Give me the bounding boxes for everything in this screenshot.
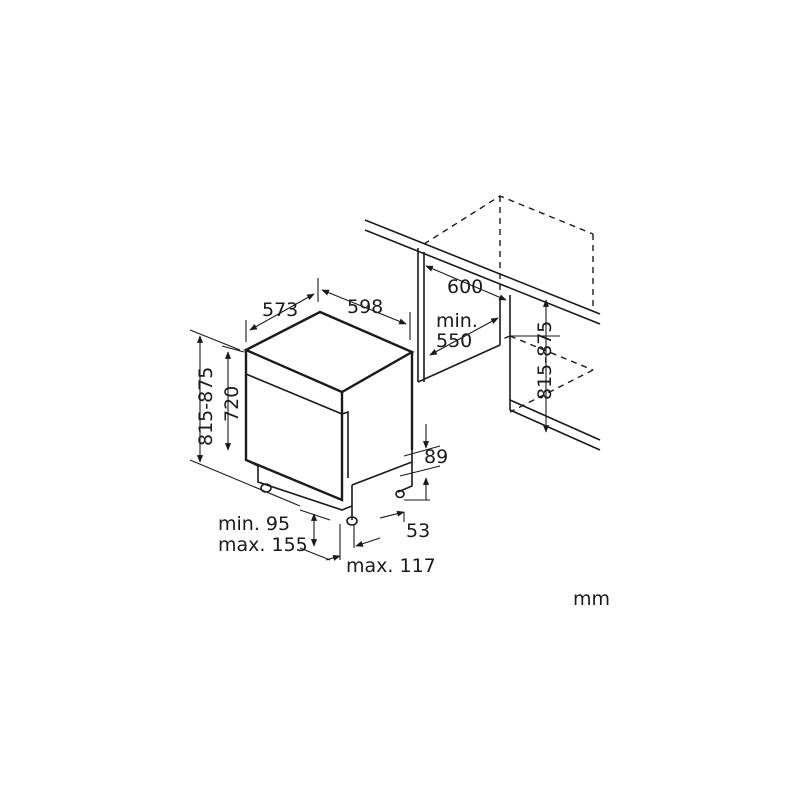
label-foot-offset: 53 [406,520,430,542]
label-plinth-max: max. 155 [218,534,308,556]
label-depth: 573 [262,299,298,321]
kitchen-niche [364,195,601,451]
rear-right-foot [395,489,405,499]
unit-label: mm [573,588,610,610]
label-height-range: 815-875 [195,367,217,446]
label-plinth-gap: 89 [424,446,448,468]
dishwasher-body [243,310,415,526]
label-plinth-depth-max: max. 117 [346,555,436,577]
label-niche-width: 600 [447,276,483,298]
label-body-height: 720 [221,386,243,422]
label-plinth-min: min. 95 [218,513,290,535]
appliance-dimensions [189,278,441,561]
label-niche-depth-value: 550 [436,330,472,352]
niche-dimensions [425,265,560,433]
front-right-foot [346,516,358,526]
label-niche-height-range: 815-875 [534,321,556,400]
label-width: 598 [347,296,383,318]
label-niche-depth-min: min. [436,310,478,332]
